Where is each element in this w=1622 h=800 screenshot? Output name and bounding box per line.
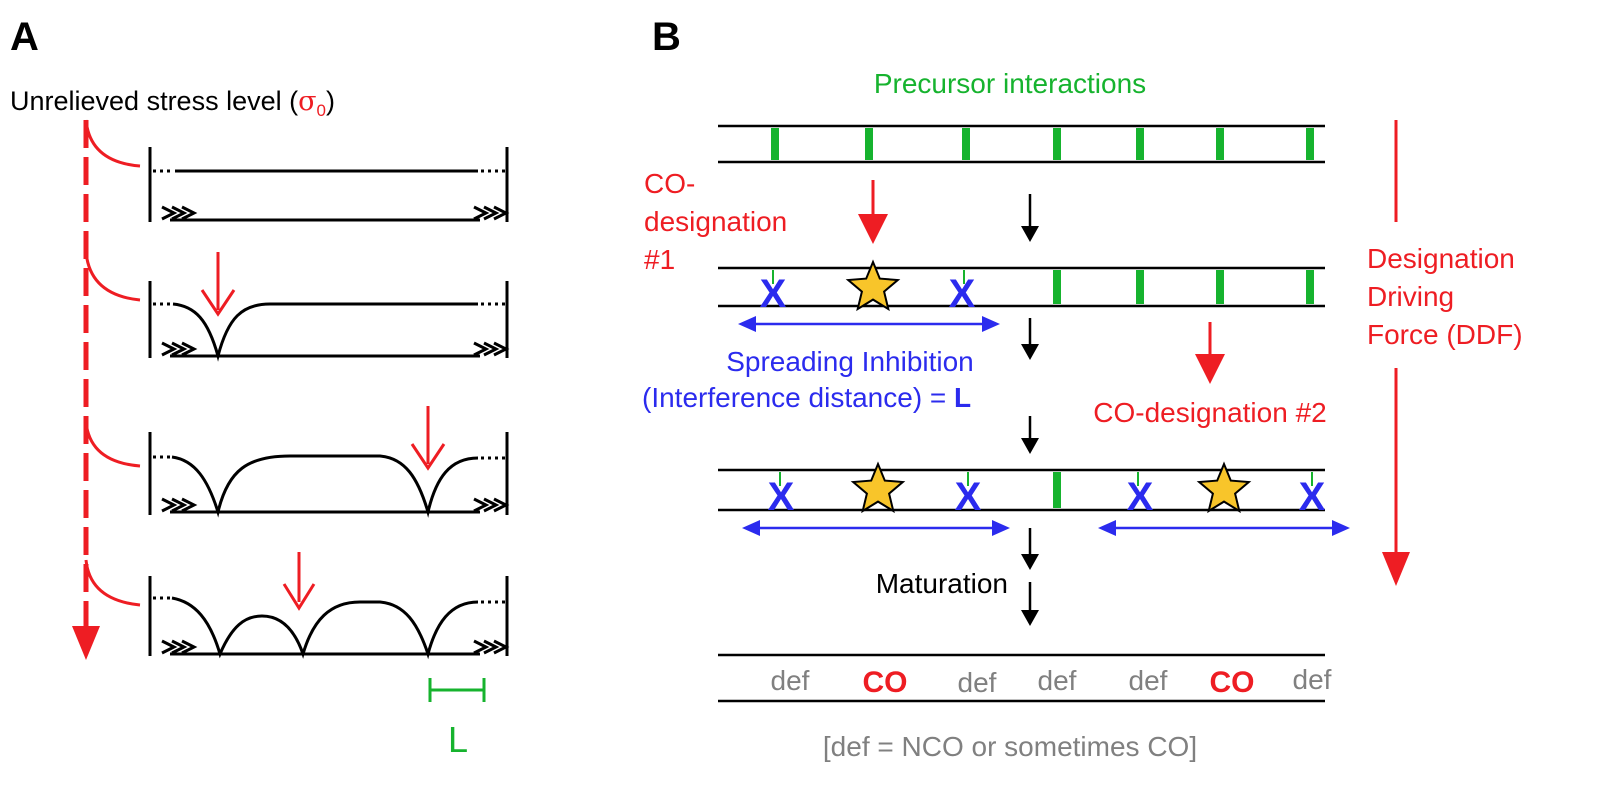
precursor-tick xyxy=(1136,270,1144,304)
spring-right-1 xyxy=(473,205,510,221)
step-arrow xyxy=(1021,194,1039,242)
outcome-def: def xyxy=(771,665,810,696)
spring-left-1 xyxy=(161,205,198,221)
co-designation-2-label: CO-designation #2 xyxy=(1093,397,1326,428)
stress-level-title: Unrelieved stress level (σ0) xyxy=(10,86,335,120)
precursor-tick xyxy=(1053,128,1061,160)
spreading-inhibition-arrow-3 xyxy=(1098,520,1350,536)
interference-length-label: L xyxy=(448,719,468,760)
stress-row-3 xyxy=(84,406,510,518)
star-icon xyxy=(850,461,906,514)
inhibited-marker: X xyxy=(1299,475,1326,519)
outcome-def: def xyxy=(958,667,997,698)
spring-right-2 xyxy=(473,341,510,357)
interference-distance-label: (Interference distance) = L xyxy=(642,382,971,413)
spreading-inhibition-arrow-2 xyxy=(742,520,1010,536)
precursor-tick xyxy=(962,128,970,160)
co-designation-1-label: CO- designation #1 xyxy=(644,168,795,275)
track-designation-1: X X xyxy=(718,259,1325,316)
precursor-tick xyxy=(1216,270,1224,304)
stress-arrowhead xyxy=(72,626,100,660)
precursor-tick xyxy=(865,128,873,160)
inhibited-marker: X xyxy=(955,475,982,519)
co-designation-1-arrow xyxy=(858,180,888,244)
spreading-inhibition-label: Spreading Inhibition xyxy=(726,346,974,377)
spring-right-3 xyxy=(473,497,510,513)
outcome-def: def xyxy=(1293,664,1332,695)
outcome-co: CO xyxy=(863,666,908,699)
inhibited-marker: X xyxy=(760,272,787,316)
stress-curve-2 xyxy=(84,251,141,302)
stress-row-4 xyxy=(84,552,510,660)
spreading-inhibition-arrow-1 xyxy=(738,316,1000,332)
step-arrow xyxy=(1021,582,1039,626)
spring-right-4 xyxy=(473,639,510,655)
co-arrow-3 xyxy=(410,406,446,471)
spring-left-3 xyxy=(161,497,198,513)
panel-a: A Unrelieved stress level (σ0) xyxy=(10,15,510,760)
spring-left-4 xyxy=(161,639,198,655)
chromosome-axis-4 xyxy=(171,596,479,660)
track-outcomes: def CO def def def CO def xyxy=(718,653,1332,703)
stress-curve-3 xyxy=(84,421,141,468)
panel-a-label: A xyxy=(10,15,39,59)
co-arrow-4 xyxy=(282,552,316,611)
precursor-tick xyxy=(1053,270,1061,304)
precursor-tick xyxy=(1216,128,1224,160)
ddf-label: Designation Driving Force (DDF) xyxy=(1367,243,1523,350)
outcome-def: def xyxy=(1038,665,1077,696)
spring-left-2 xyxy=(161,341,198,357)
star-icon xyxy=(845,259,901,312)
track-precursors xyxy=(718,124,1325,164)
stress-row-1 xyxy=(84,119,510,222)
panel-b-label: B xyxy=(652,15,681,59)
outcome-def: def xyxy=(1129,665,1168,696)
chromosome-axis-3 xyxy=(171,454,479,518)
panel-b: B Precursor interactions CO- designation… xyxy=(642,15,1523,762)
ddf-arrow xyxy=(1382,120,1410,586)
stress-row-2 xyxy=(84,251,510,362)
co-designation-2-arrow xyxy=(1195,322,1225,384)
inhibited-marker: X xyxy=(768,475,795,519)
step-arrow xyxy=(1021,528,1039,570)
outcome-co: CO xyxy=(1210,666,1255,699)
maturation-label: Maturation xyxy=(876,568,1008,599)
stress-level-close: ) xyxy=(326,86,335,116)
step-arrow xyxy=(1021,416,1039,454)
precursor-tick xyxy=(1136,128,1144,160)
precursor-tick xyxy=(1053,472,1061,508)
sigma-symbol: σ xyxy=(298,86,316,117)
precursor-tick xyxy=(771,128,779,160)
inhibited-marker: X xyxy=(949,272,976,316)
sigma-subscript: 0 xyxy=(317,101,326,120)
precursor-tick xyxy=(1306,270,1314,304)
footnote: [def = NCO or sometimes CO] xyxy=(823,731,1197,762)
precursor-tick xyxy=(1306,128,1314,160)
co-arrow-2 xyxy=(200,252,236,317)
inhibited-marker: X xyxy=(1127,475,1154,519)
track-designation-2: X X X X xyxy=(718,461,1326,519)
interference-length-bar xyxy=(428,678,486,702)
star-icon xyxy=(1196,461,1252,514)
precursor-title: Precursor interactions xyxy=(874,68,1146,99)
stress-level-text: Unrelieved stress level ( xyxy=(10,86,298,116)
interference-distance-L: L xyxy=(954,382,971,413)
stress-curve-4 xyxy=(84,559,141,607)
stress-curve-1 xyxy=(84,119,141,168)
step-arrow xyxy=(1021,318,1039,360)
